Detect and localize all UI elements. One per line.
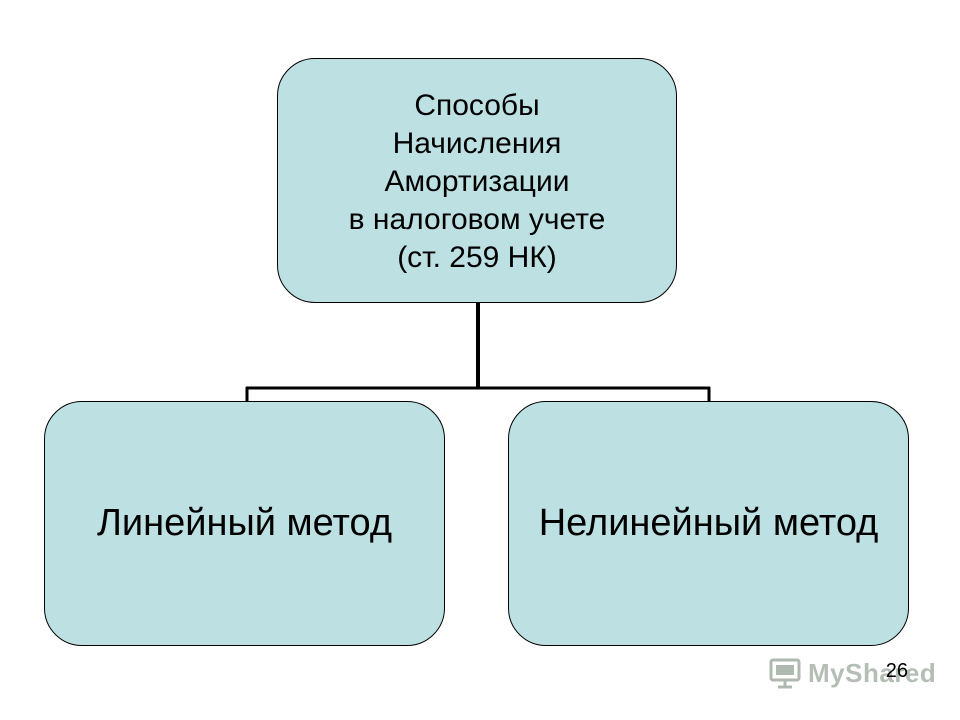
child-node-nonlinear: Нелинейный метод: [508, 401, 909, 646]
slideshow-logo-icon: [769, 658, 801, 689]
child-label: Линейный метод: [96, 502, 393, 544]
root-line: Способы: [414, 88, 540, 122]
watermark: MyShared: [768, 656, 936, 690]
root-node: Способы Начисления Амортизации в налогов…: [277, 58, 677, 303]
root-line: (ст. 259 НК): [397, 240, 557, 274]
root-line: Начисления: [392, 126, 562, 160]
child-node-linear: Линейный метод: [44, 401, 445, 646]
child-label: Нелинейный метод: [538, 502, 879, 544]
root-line: в налоговом учете: [348, 202, 606, 236]
root-line: Амортизации: [384, 164, 570, 198]
page-number: 26: [885, 660, 908, 682]
watermark-text: MyShared: [808, 657, 937, 688]
